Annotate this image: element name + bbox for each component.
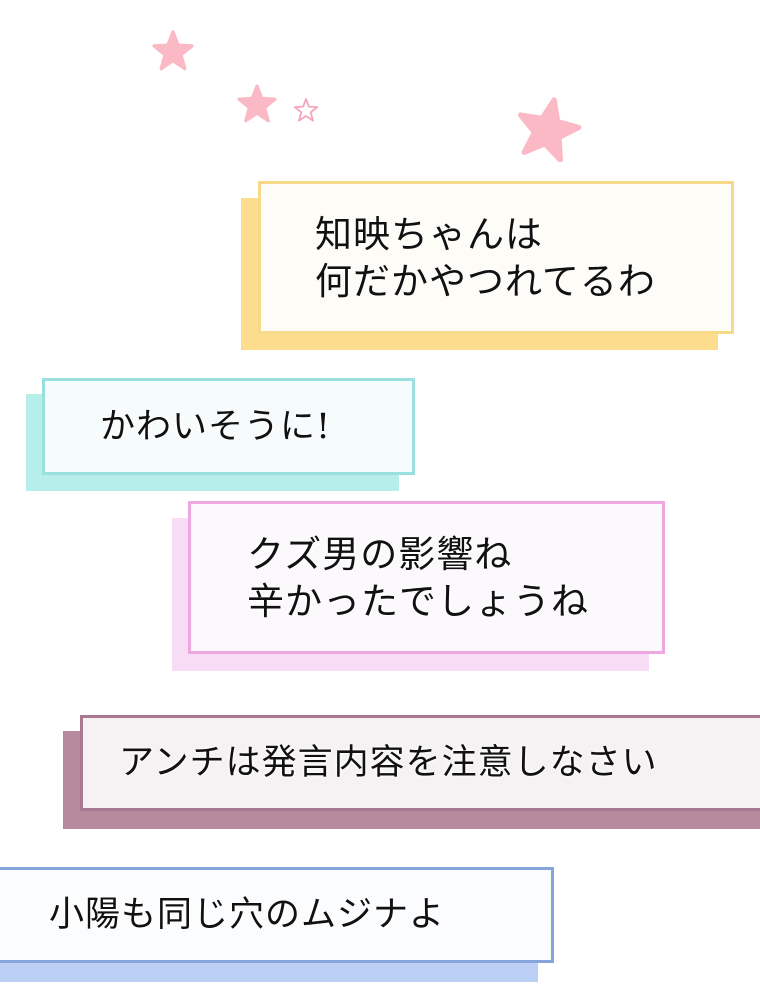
message-4-box: アンチは発言内容を注意しなさい: [80, 715, 760, 811]
star-icon: [517, 97, 582, 162]
message-5-line-1: 小陽も同じ穴のムジナよ: [49, 895, 446, 935]
message-3-line-1: クズ男の影響ね: [247, 532, 513, 576]
message-4-line-1: アンチは発言内容を注意しなさい: [119, 743, 658, 783]
message-3-line-2: 辛かったでしょうね: [247, 579, 589, 623]
message-1-box: 知映ちゃんは 何だかやつれてるわ: [258, 181, 734, 334]
star-icon: [152, 30, 194, 71]
message-1-line-2: 何だかやつれてるわ: [315, 259, 656, 303]
message-2-line-1: かわいそうに!: [100, 406, 332, 447]
message-5-box: 小陽も同じ穴のムジナよ: [0, 867, 554, 963]
message-2-box: かわいそうに!: [42, 378, 415, 475]
star-outline-icon: [293, 98, 319, 122]
message-3-box: クズ男の影響ね 辛かったでしょうね: [188, 501, 665, 654]
message-1-line-1: 知映ちゃんは: [315, 212, 543, 256]
star-icon: [237, 84, 277, 123]
